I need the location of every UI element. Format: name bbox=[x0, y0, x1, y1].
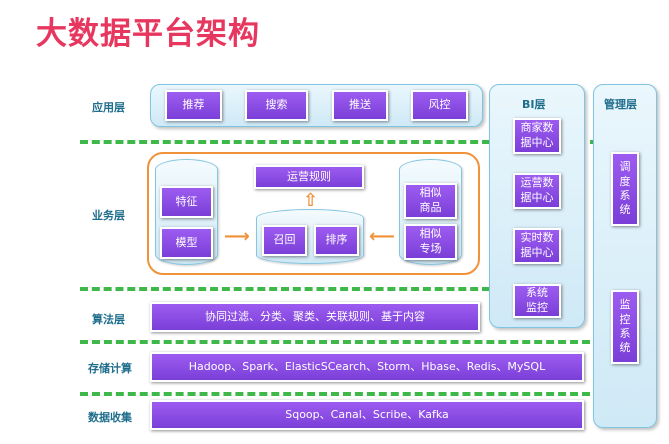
mgmt-scheduling-system: 调 度 系 统 bbox=[611, 152, 639, 226]
similar-sessions-box: 相似 专场 bbox=[404, 224, 457, 260]
separator-2 bbox=[80, 287, 490, 291]
mgmt-layer-panel bbox=[593, 84, 657, 428]
separator-4 bbox=[80, 392, 590, 396]
arrow-right-icon: ⟶ bbox=[224, 226, 250, 247]
storage-layer-box: Hadoop、Spark、ElasticSCearch、Storm、Hbase、… bbox=[150, 352, 584, 382]
app-item-risk-control: 风控 bbox=[411, 90, 468, 121]
collection-layer-box: Sqoop、Canal、Scribe、Kafka bbox=[150, 400, 584, 430]
recall-box: 召回 bbox=[262, 225, 307, 256]
label-business-layer: 业务层 bbox=[92, 209, 125, 222]
rank-box: 排序 bbox=[314, 225, 359, 256]
label-algorithm-layer: 算法层 bbox=[92, 313, 125, 326]
separator-3 bbox=[80, 340, 590, 344]
label-storage-layer: 存储计算 bbox=[88, 362, 132, 375]
separator-1 bbox=[80, 140, 490, 144]
label-app-layer: 应用层 bbox=[92, 101, 125, 114]
arrow-up-icon: ⇧ bbox=[303, 190, 319, 211]
app-item-push: 推送 bbox=[332, 90, 388, 121]
mgmt-monitoring-system: 监 控 系 统 bbox=[611, 290, 639, 364]
algorithm-layer-box: 协同过滤、分类、聚类、关联规则、基于内容 bbox=[150, 302, 480, 332]
operation-rules-box: 运营规则 bbox=[254, 165, 364, 189]
feature-box: 特征 bbox=[160, 186, 213, 218]
bi-operation-data-center: 运营数 据中心 bbox=[513, 173, 561, 209]
arrow-left-icon: ⟵ bbox=[369, 226, 395, 247]
app-item-search: 搜索 bbox=[245, 90, 308, 121]
similar-products-box: 相似 商品 bbox=[404, 183, 457, 219]
label-collection-layer: 数据收集 bbox=[88, 411, 132, 424]
mgmt-layer-label: 管理层 bbox=[604, 98, 637, 111]
model-box: 模型 bbox=[160, 227, 213, 259]
bi-realtime-data-center: 实时数 据中心 bbox=[513, 228, 561, 264]
bi-system-monitor: 系统 监控 bbox=[513, 284, 561, 318]
bi-layer-label: BI层 bbox=[522, 98, 546, 111]
app-item-recommend: 推荐 bbox=[165, 90, 222, 121]
diagram-title: 大数据平台架构 bbox=[36, 16, 260, 52]
bi-merchant-data-center: 商家数 据中心 bbox=[513, 118, 561, 154]
